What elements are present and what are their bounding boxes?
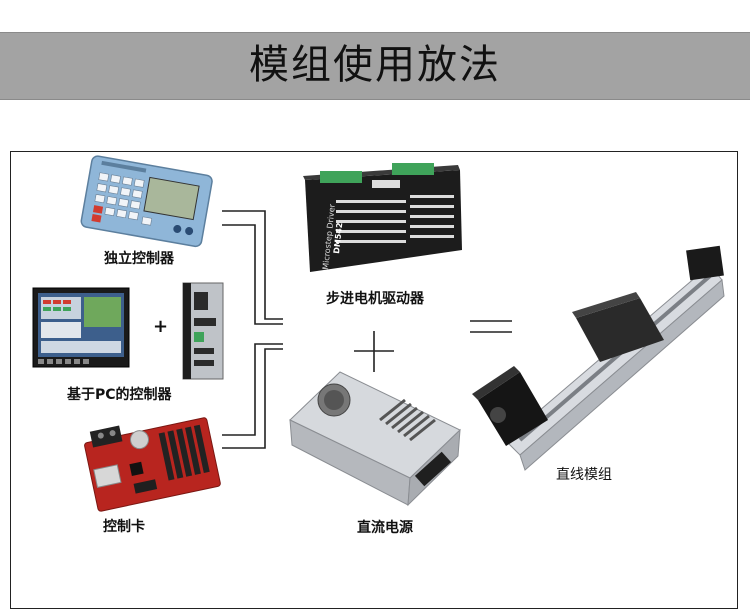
label-stepper-driver: 步进电机驱动器 (326, 291, 424, 307)
diagram-frame (10, 151, 738, 609)
power-supply-image (289, 371, 461, 507)
pc-controller-image (32, 287, 130, 368)
label-control-card: 控制卡 (103, 519, 145, 535)
control-card-image (84, 417, 221, 512)
connector-lines-left (222, 210, 283, 449)
label-standalone-controller: 独立控制器 (104, 251, 174, 267)
driver-model-text: DM542 (332, 222, 344, 254)
page-title: 模组使用放法 (249, 42, 501, 88)
label-pc-controller: 基于PC的控制器 (67, 387, 172, 403)
label-plus-small: + (153, 316, 169, 337)
title-banner (0, 32, 750, 100)
linear-module-image (472, 245, 725, 471)
plus-symbol (354, 331, 394, 372)
label-power-supply: 直流电源 (357, 520, 413, 536)
stepper-driver-image: Microstep Driver DM542 (303, 163, 462, 272)
standalone-controller-image (80, 155, 213, 248)
equals-symbol (470, 320, 512, 333)
industrial-pc-image (182, 282, 224, 380)
label-linear-module: 直线模组 (556, 467, 612, 483)
